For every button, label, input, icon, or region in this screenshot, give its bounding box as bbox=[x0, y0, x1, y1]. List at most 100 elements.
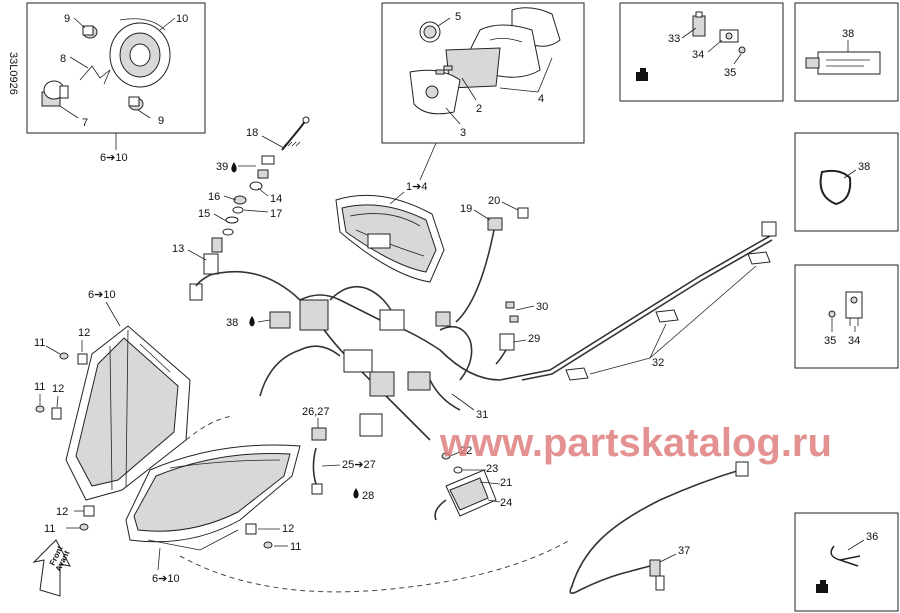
part-15-oring[interactable] bbox=[222, 216, 239, 236]
part-16-washer[interactable] bbox=[233, 195, 247, 205]
bracket-mid-group: 35 34 bbox=[794, 264, 899, 369]
callout-26-27: 26,27 bbox=[302, 406, 330, 418]
callout-32: 32 bbox=[652, 357, 664, 369]
clamp-group: 38 bbox=[794, 132, 899, 232]
part-10-bulb-housing[interactable] bbox=[109, 18, 171, 88]
drop-icon-39 bbox=[231, 162, 237, 173]
part-34-bracket-mid[interactable] bbox=[845, 291, 863, 326]
document-code: 33L0926 bbox=[7, 52, 19, 95]
part-38-clamp[interactable] bbox=[819, 169, 852, 206]
part-29-bracket[interactable] bbox=[495, 333, 515, 365]
part-32-clips[interactable] bbox=[565, 251, 771, 381]
part-23-washer[interactable] bbox=[453, 466, 463, 474]
part-17-ring[interactable] bbox=[232, 206, 244, 214]
part-11-screw-d[interactable] bbox=[263, 541, 273, 549]
callout-19: 19 bbox=[460, 203, 472, 215]
callout-29: 29 bbox=[528, 333, 540, 345]
callout-12-b: 12 bbox=[52, 383, 64, 395]
part-9-socket-bottom[interactable] bbox=[128, 96, 144, 111]
part-9-socket-top[interactable] bbox=[82, 25, 98, 39]
callout-10: 10 bbox=[176, 13, 188, 25]
part-13-sensor[interactable] bbox=[189, 237, 301, 301]
part-30-clip[interactable] bbox=[505, 301, 519, 323]
grease-tube-group: 38 bbox=[794, 2, 899, 102]
part-34-bracket-top[interactable] bbox=[719, 29, 739, 43]
part-18-spring[interactable] bbox=[281, 116, 310, 151]
drop-icon-38 bbox=[249, 316, 255, 327]
headlight-left[interactable] bbox=[65, 325, 191, 501]
part-25-cable[interactable] bbox=[311, 447, 323, 495]
part-12-nut-a[interactable] bbox=[77, 353, 88, 365]
part-5-gauge[interactable] bbox=[419, 21, 441, 43]
part-11-screw-a[interactable] bbox=[59, 352, 69, 360]
part-20-plug[interactable] bbox=[517, 207, 529, 219]
callout-12-a: 12 bbox=[78, 327, 90, 339]
callout-6-10-left: 6➔10 bbox=[88, 289, 116, 301]
part-33-connector[interactable] bbox=[692, 11, 706, 37]
part-37-sensor-cable[interactable] bbox=[569, 461, 749, 594]
bracket-parts-box bbox=[619, 2, 784, 102]
callout-38-top: 38 bbox=[842, 28, 854, 40]
callout-21: 21 bbox=[500, 477, 512, 489]
part-7-halogen-bulb[interactable] bbox=[41, 80, 69, 107]
callout-6-10-bottom: 6➔10 bbox=[152, 573, 180, 585]
callout-6-10-top: 6➔10 bbox=[100, 152, 128, 164]
callout-35-top: 35 bbox=[724, 67, 736, 79]
callout-34-mid: 34 bbox=[848, 335, 860, 347]
callout-15: 15 bbox=[198, 208, 210, 220]
cluster-parts-group: 5 2 3 4 bbox=[381, 2, 585, 181]
routing-dashed-upper bbox=[185, 415, 233, 441]
part-38-grease-tube[interactable] bbox=[805, 51, 881, 75]
part-8-spring-clip[interactable] bbox=[79, 65, 111, 85]
grease-tube-box bbox=[794, 2, 899, 102]
instrument-cluster[interactable]: 1➔4 bbox=[335, 181, 445, 283]
callout-39: 39 bbox=[216, 161, 228, 173]
part-14-nut[interactable] bbox=[249, 181, 263, 191]
part-35-screw-top[interactable] bbox=[738, 46, 746, 54]
callout-11-c: 11 bbox=[44, 523, 55, 535]
callout-25-27: 25➔27 bbox=[342, 459, 376, 471]
clamp-box bbox=[794, 132, 899, 232]
callout-16: 16 bbox=[208, 191, 220, 203]
callout-7: 7 bbox=[82, 117, 88, 129]
callout-30: 30 bbox=[536, 301, 548, 313]
callout-13: 13 bbox=[172, 243, 184, 255]
wiring-harness[interactable]: 31 bbox=[259, 221, 777, 441]
callout-5: 5 bbox=[455, 11, 461, 23]
callout-22: 22 bbox=[460, 445, 472, 457]
part-35-screw-mid[interactable] bbox=[828, 310, 836, 318]
callout-3: 3 bbox=[460, 127, 466, 139]
part-24-control-module[interactable] bbox=[434, 469, 497, 521]
part-12-nut-d[interactable] bbox=[245, 523, 257, 535]
part-12-nut-b[interactable] bbox=[51, 407, 62, 420]
part-36-tie[interactable] bbox=[830, 545, 861, 567]
callout-11-d: 11 bbox=[290, 541, 301, 553]
callout-11-b: 11 bbox=[34, 381, 45, 393]
callout-12-c: 12 bbox=[56, 506, 68, 518]
part-39-fitting[interactable] bbox=[257, 155, 275, 179]
callout-12-d: 12 bbox=[282, 523, 294, 535]
ties-group: 36 bbox=[794, 512, 899, 612]
part-38-connector-main[interactable] bbox=[269, 311, 291, 329]
cluster-parts-box bbox=[381, 2, 585, 144]
callout-8: 8 bbox=[60, 53, 66, 65]
part-11-screw-b[interactable] bbox=[35, 405, 45, 413]
front-arrow-icon: Front Avant bbox=[32, 539, 72, 597]
callout-9-top: 9 bbox=[64, 13, 70, 25]
callout-20: 20 bbox=[488, 195, 500, 207]
callout-34-top: 34 bbox=[692, 49, 704, 61]
cluster-screws[interactable] bbox=[435, 65, 453, 75]
callout-23: 23 bbox=[486, 463, 498, 475]
part-19-switch[interactable] bbox=[455, 217, 503, 323]
headlight-bottom[interactable] bbox=[125, 444, 301, 551]
tool-icon-top bbox=[636, 68, 648, 81]
part-12-nut-c[interactable] bbox=[83, 505, 95, 517]
callout-17: 17 bbox=[270, 208, 282, 220]
callout-33: 33 bbox=[668, 33, 680, 45]
part-11-screw-c[interactable] bbox=[79, 523, 89, 531]
bracket-mid-box bbox=[794, 264, 899, 369]
callout-2: 2 bbox=[476, 103, 482, 115]
callout-28: 28 bbox=[362, 490, 374, 502]
switch-group: 20 19 bbox=[455, 195, 529, 323]
part-26-27-connector[interactable] bbox=[311, 427, 327, 441]
